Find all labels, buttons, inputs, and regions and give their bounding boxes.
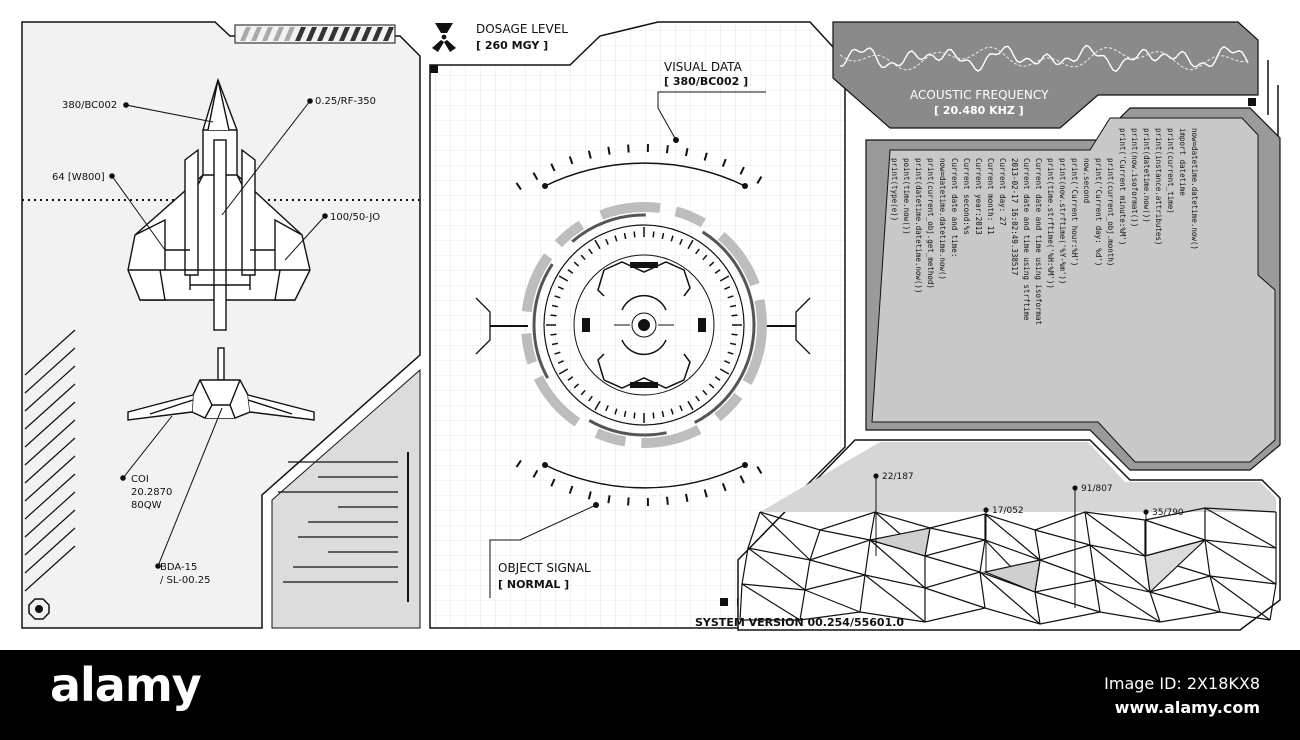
code-column: Current month: 11 [986, 158, 995, 235]
code-column: print(type(e)) [890, 158, 899, 221]
label-coi-code: 80QW [131, 500, 162, 511]
label-side: 64 [W800] [52, 172, 105, 183]
ship-schematic-panel: 380/BC002 0.25/RF-350 64 [W800] 100/50-J… [21, 21, 421, 629]
label-spine: 0.25/RF-350 [315, 96, 376, 107]
hud-dashboard: 380/BC002 0.25/RF-350 64 [W800] 100/50-J… [21, 21, 1281, 631]
code-column: 2013-02-17 16:02:49.338517 [1010, 158, 1019, 275]
code-column: point(time.now()) [902, 158, 911, 235]
code-column: print('Current day: %d') [1094, 158, 1103, 266]
code-column: print(time.strftime('%H:%M')) [1046, 158, 1055, 289]
label-coi: COI [131, 474, 149, 485]
code-column: print(now.isoformat()) [1130, 128, 1139, 227]
code-column: Current date and time using isoformat [1034, 158, 1043, 325]
label-wing: 100/50-JO [330, 212, 380, 223]
code-column: print(datetime.datetime.now()) [914, 158, 923, 293]
label-nose: 380/BC002 [62, 100, 117, 111]
label-bda-value: / SL-00.25 [160, 575, 211, 586]
ship-front-view [127, 347, 315, 421]
radiation-icon [432, 23, 456, 52]
watermark-image-id: Image ID: 2X18KX8 [1104, 674, 1260, 693]
radar-scope [521, 202, 767, 448]
scope-panel: DOSAGE LEVEL [ 260 MGY ] VISUAL DATA [ 3… [429, 21, 846, 629]
code-column: Current date and time: [950, 158, 959, 257]
callout-dots [109, 98, 328, 569]
label-coi-value: 20.2870 [131, 487, 172, 498]
code-column: Current day: 27 [998, 158, 1007, 226]
label-bda: BDA-15 [160, 562, 197, 573]
object-signal-value: [ NORMAL ] [498, 578, 569, 591]
watermark-url: www.alamy.com [1114, 698, 1260, 717]
code-column: Current year:2013 [974, 158, 983, 235]
watermark-banner: alamy Image ID: 2X18KX8 www.alamy.com [0, 650, 1300, 740]
terrain-panel: 22/187 17/052 91/807 35/790 SYSTEM VERSION … [695, 439, 1281, 631]
code-stream-panel: print(type(e))point(time.now())print(dat… [865, 107, 1281, 471]
code-column: print('Current hour:%H') [1070, 158, 1079, 266]
ship-top-view [127, 77, 311, 331]
code-column: Current second:%s [962, 158, 971, 235]
code-column: print(current_time) [1166, 128, 1175, 214]
visual-data-title: VISUAL DATA [664, 60, 743, 74]
code-column: print('Current minute:%M') [1118, 128, 1127, 245]
level-lines-panel [271, 368, 421, 629]
code-column: print(now.strftime('%Y-%m')) [1058, 158, 1067, 284]
code-column: print(instance.attributes) [1154, 128, 1163, 245]
dosage-title: DOSAGE LEVEL [476, 22, 568, 36]
acoustic-panel: ACOUSTIC FREQUENCY [ 20.480 KHZ ] [832, 21, 1279, 265]
system-version: SYSTEM VERSION 00.254/55601.0 [695, 616, 904, 629]
target-octagon-icon [28, 598, 50, 620]
code-column: now=datetime.datetime.now() [1190, 128, 1199, 250]
object-signal-title: OBJECT SIGNAL [498, 561, 591, 575]
terrain-label: 22/187 [882, 472, 914, 482]
code-column: print(datetime.now()) [1142, 128, 1151, 223]
schematic-callouts [111, 100, 326, 567]
header-hatch-bar [234, 24, 396, 44]
visual-data-value: [ 380/BC002 ] [664, 75, 748, 88]
terrain-label: 17/052 [992, 506, 1024, 516]
watermark-logo: alamy [50, 658, 202, 712]
acoustic-title: ACOUSTIC FREQUENCY [910, 88, 1049, 102]
code-column: now=datetime.datetime.now() [938, 158, 947, 280]
code-column: import datetime [1178, 128, 1187, 196]
diagonal-hatch [24, 329, 76, 592]
acoustic-value: [ 20.480 KHZ ] [934, 104, 1024, 117]
hud-canvas: 380/BC002 0.25/RF-350 64 [W800] 100/50-J… [21, 21, 1281, 631]
code-column: Current date and time using strftime [1022, 158, 1031, 321]
terrain-label: 35/790 [1152, 508, 1184, 518]
code-column: print(current_obj.get_method) [926, 158, 935, 289]
dosage-value: [ 260 MGY ] [476, 39, 548, 52]
code-column: print(current_obj.month) [1106, 158, 1115, 266]
code-column: now.second [1082, 158, 1091, 203]
terrain-label: 91/807 [1081, 484, 1113, 494]
